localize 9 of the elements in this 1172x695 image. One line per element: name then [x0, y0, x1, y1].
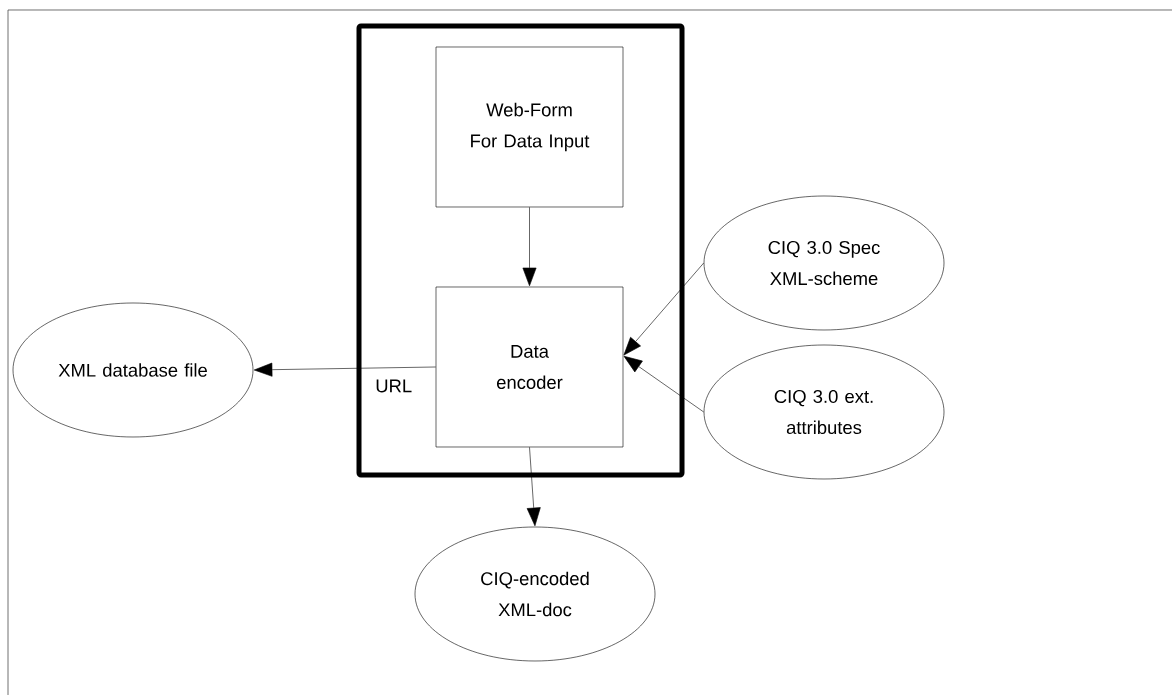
edge-label: URL — [374, 378, 414, 394]
arrow — [623, 355, 704, 413]
process-box: Web-Form For Data Input — [435, 46, 624, 208]
arrow — [526, 447, 541, 527]
arrow — [623, 262, 704, 356]
process-box: Data encoder — [435, 286, 624, 448]
system-boundary-box — [356, 23, 685, 478]
arrow — [253, 362, 436, 377]
arrow — [522, 207, 537, 287]
